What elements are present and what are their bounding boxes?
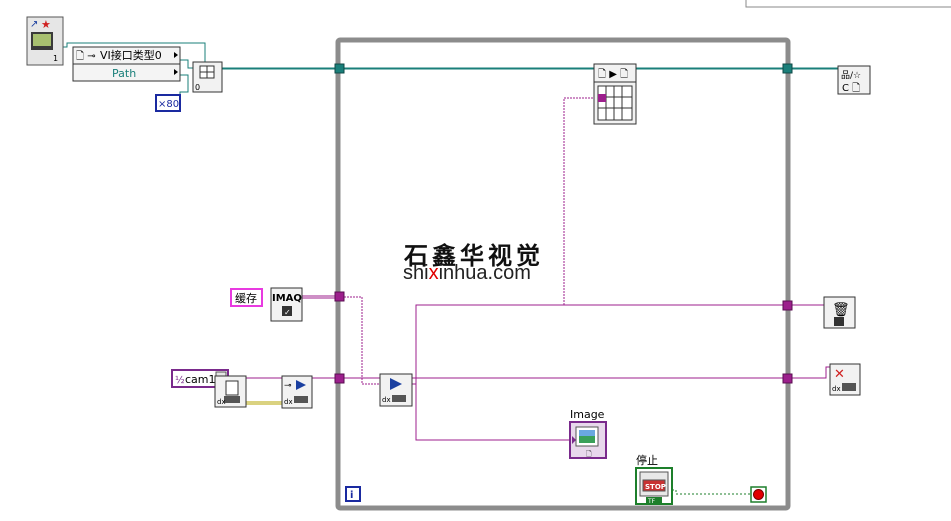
property-node-icon[interactable]: 0 xyxy=(192,61,223,93)
while-loop-frame[interactable] xyxy=(335,37,791,511)
svg-text:🗋: 🗋 xyxy=(586,450,592,458)
svg-text:★: ★ xyxy=(41,18,51,31)
imaq-create-node[interactable]: IMAQ ✓ xyxy=(270,287,303,322)
numeric-constant[interactable]: ×80 xyxy=(155,94,181,112)
imaqdx-open-camera-node[interactable]: dx xyxy=(214,375,247,408)
svg-text:✕: ✕ xyxy=(834,367,845,382)
stop-label: 停止 xyxy=(636,453,658,467)
stop-button-text: STOP xyxy=(645,483,666,491)
watermark-url-pre: shi xyxy=(403,262,429,284)
index-array-node[interactable]: 🗋 ▶ 🗋 xyxy=(593,63,637,125)
watermark-cn: 石鑫华视觉 xyxy=(404,241,544,270)
watermark-url: shixinhua.com xyxy=(403,262,531,285)
tunnel-top-left[interactable] xyxy=(334,63,345,74)
svg-text:↗: ↗ xyxy=(30,19,38,30)
svg-text:🗋 ▶ 🗋: 🗋 ▶ 🗋 xyxy=(598,68,628,80)
close-reference-icon[interactable]: 品/☆ C 🗋 xyxy=(837,65,871,95)
session-wire[interactable] xyxy=(230,97,832,441)
camera-const-text: cam1 xyxy=(185,373,216,386)
watermark-url-post: inhua.com xyxy=(438,262,531,284)
imaqdx-close-camera-node[interactable]: ✕ dx xyxy=(829,363,861,396)
tunnel-session-left-1[interactable] xyxy=(334,291,345,302)
bundle-by-name-node[interactable]: 🗋 ⊸ VI接口类型0 Path xyxy=(72,46,181,82)
loop-condition-terminal[interactable] xyxy=(750,486,767,503)
bundle-row2-label: Path xyxy=(112,67,136,80)
buffer-name-constant[interactable]: 缓存 xyxy=(230,288,263,307)
iteration-text: i xyxy=(350,490,353,501)
watermark-url-x: x xyxy=(428,262,439,284)
error-wire[interactable] xyxy=(246,401,282,405)
imaq-label: IMAQ xyxy=(272,293,302,304)
dispose-image-node[interactable]: 🗑 xyxy=(823,296,856,329)
svg-text:1: 1 xyxy=(53,54,58,63)
svg-text:0: 0 xyxy=(195,83,200,92)
tunnel-session-right-1[interactable] xyxy=(782,300,793,311)
svg-text:🗋 ⊸: 🗋 ⊸ xyxy=(76,50,96,62)
svg-text:dx: dx xyxy=(217,398,226,406)
stop-wire[interactable] xyxy=(672,489,752,495)
imaqdx-configure-grab-node[interactable]: ⊸ dx xyxy=(281,375,313,409)
window-panel-edge xyxy=(745,0,951,8)
buffer-const-text: 缓存 xyxy=(235,291,257,305)
image-display-indicator[interactable]: Image 🗋 xyxy=(569,408,607,459)
stop-tf-text: TF xyxy=(647,498,656,505)
vi-server-reference-icon[interactable]: ↗ ★ 1 xyxy=(26,16,64,66)
tunnel-top-right[interactable] xyxy=(782,63,793,74)
svg-text:⊸: ⊸ xyxy=(284,381,292,391)
svg-text:½: ½ xyxy=(175,374,185,386)
svg-text:🗑: 🗑 xyxy=(832,302,850,318)
svg-text:✓: ✓ xyxy=(284,308,291,317)
stop-button-control[interactable]: 停止 STOP TF xyxy=(635,453,673,505)
tunnel-session-right-2[interactable] xyxy=(782,373,793,384)
svg-text:品/☆: 品/☆ xyxy=(841,70,861,81)
tunnel-session-left-2[interactable] xyxy=(334,373,345,384)
svg-text:dx: dx xyxy=(382,396,391,404)
reference-wire-top[interactable] xyxy=(222,67,838,70)
loop-iteration-terminal: i xyxy=(345,486,361,502)
numeric-constant-value: ×80 xyxy=(158,99,179,110)
svg-text:C 🗋: C 🗋 xyxy=(842,82,860,94)
svg-text:dx: dx xyxy=(284,398,293,406)
svg-text:dx: dx xyxy=(832,385,841,393)
imaqdx-grab-node[interactable]: dx xyxy=(379,373,413,407)
bundle-row1-label: VI接口类型0 xyxy=(100,48,162,62)
image-label: Image xyxy=(570,408,605,421)
